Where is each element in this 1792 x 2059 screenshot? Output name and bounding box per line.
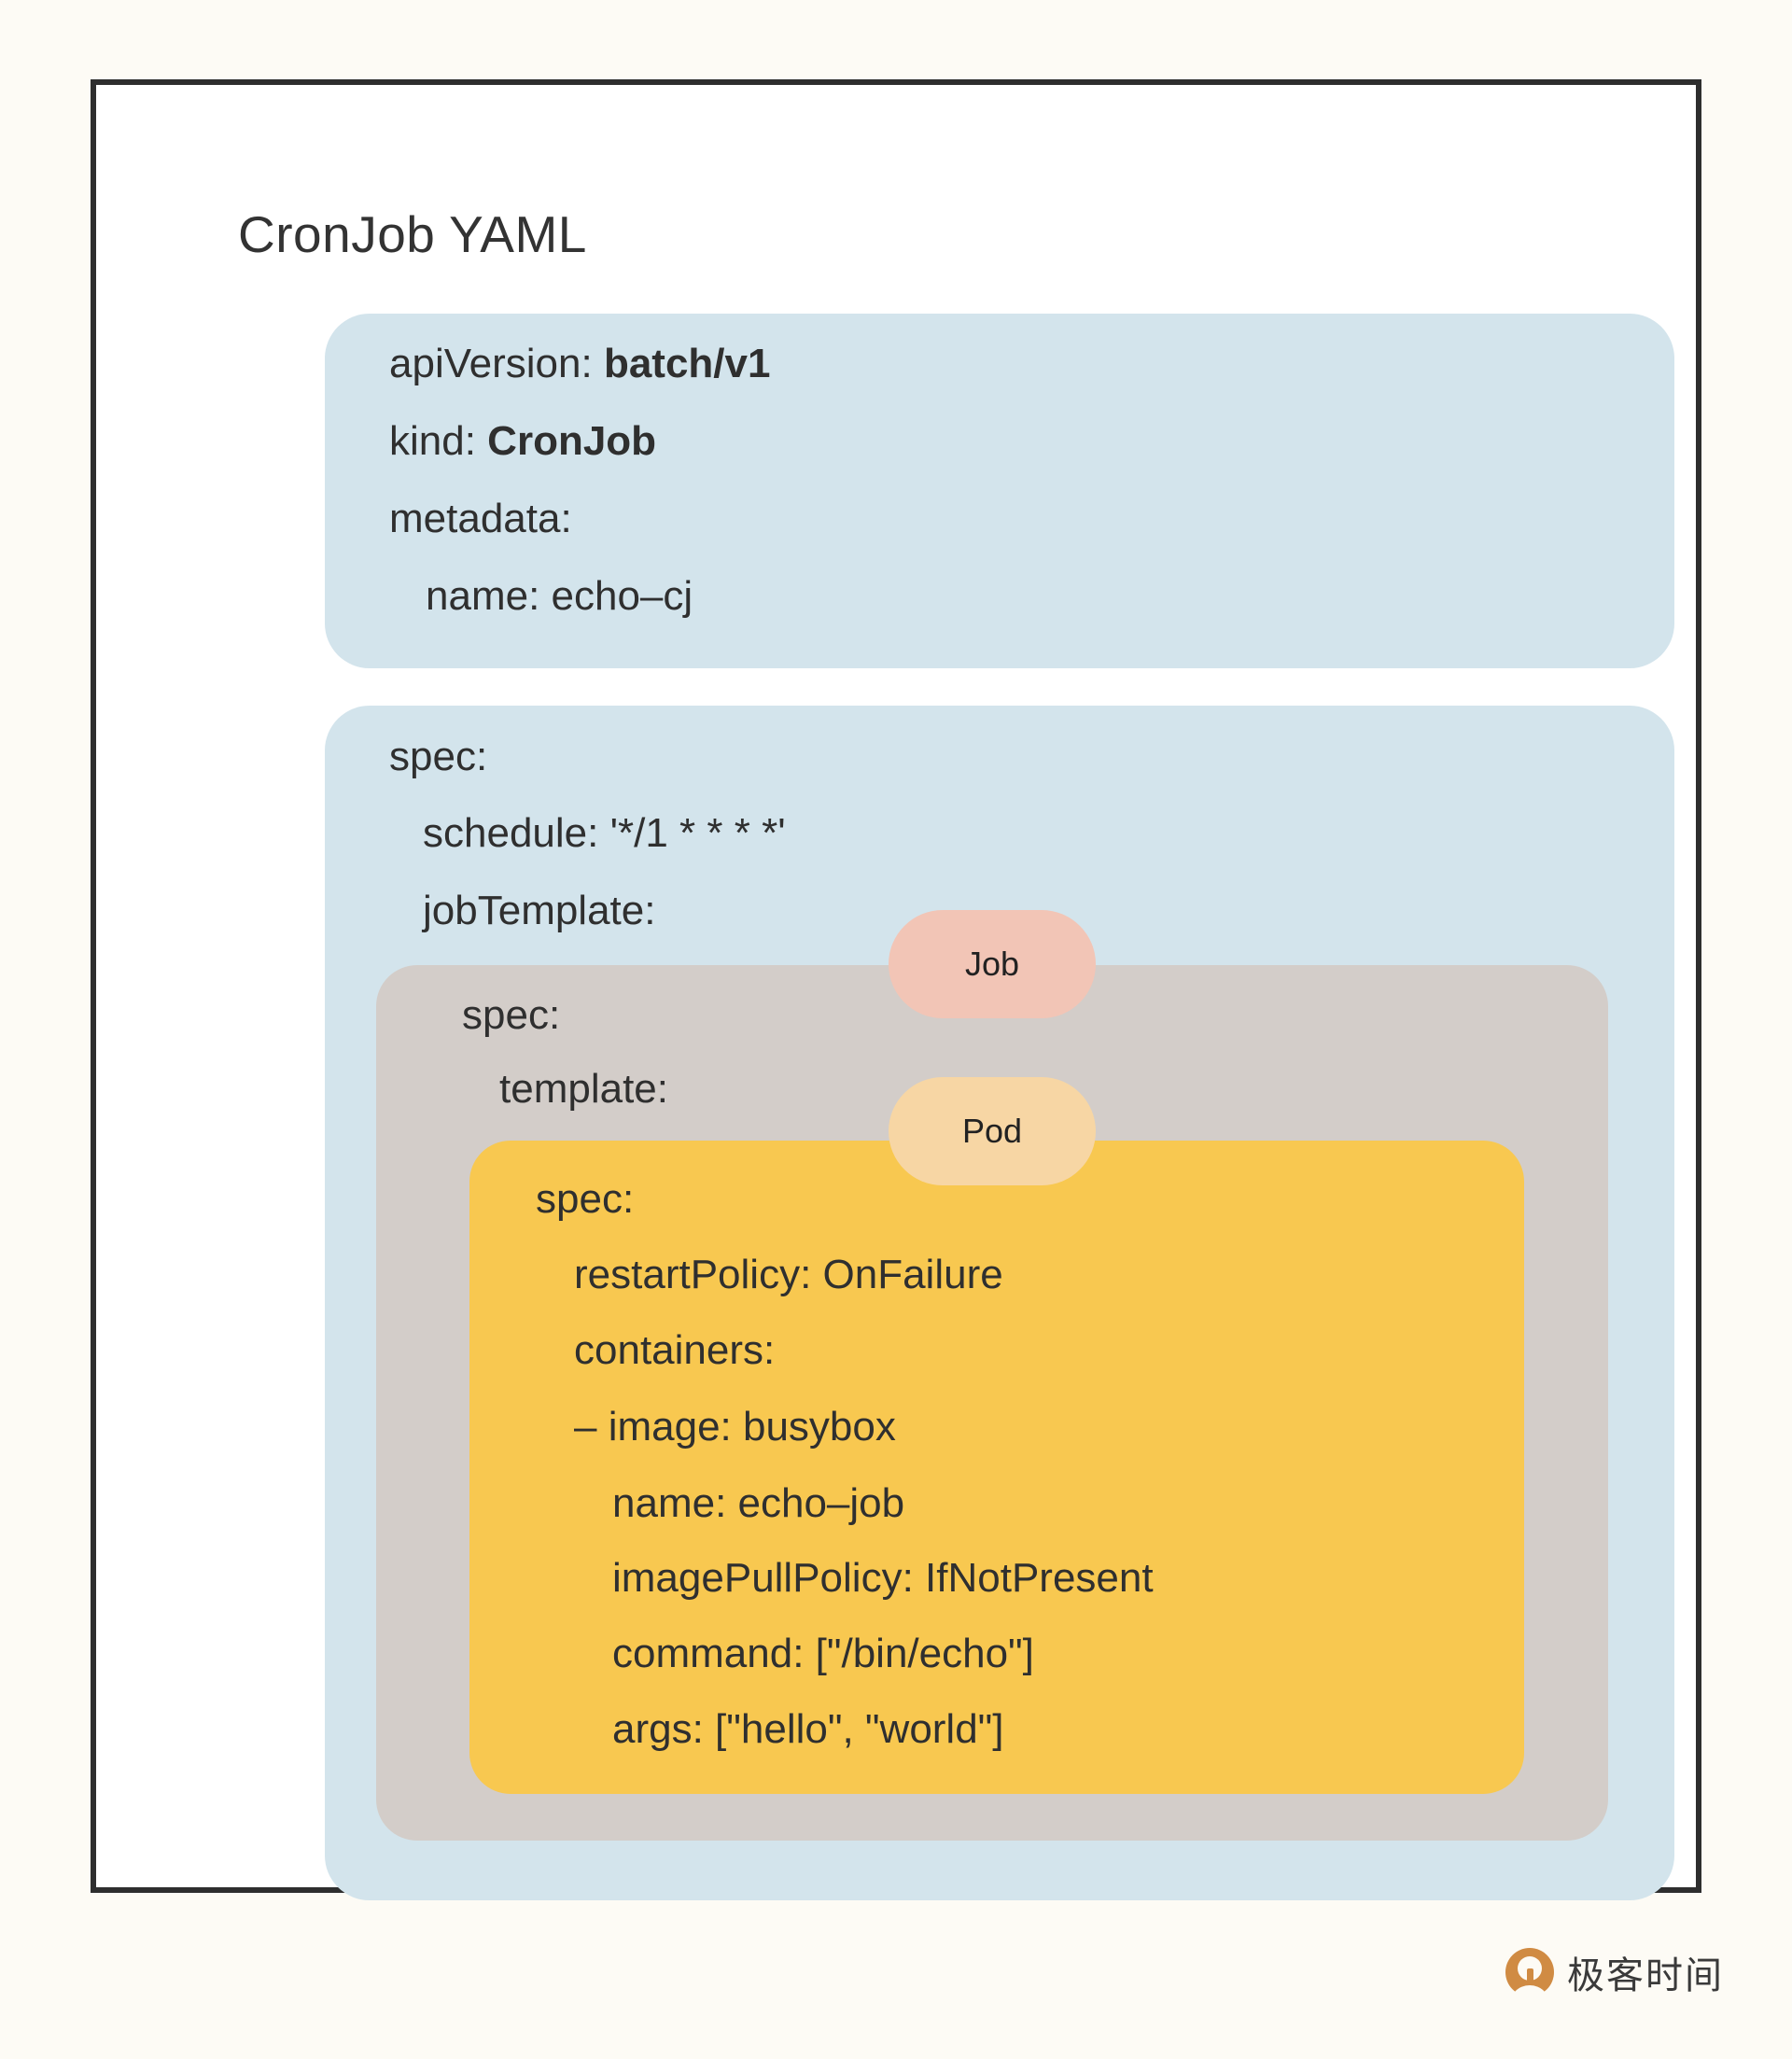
cronjob-header-block	[325, 314, 1674, 668]
cronjob-yaml-card: CronJob YAML apiVersion: batch/v1 kind: …	[91, 79, 1701, 1900]
yaml-line-image: – image: busybox	[574, 1404, 896, 1450]
apiversion-value: batch/v1	[603, 341, 771, 386]
yaml-line-jobtemplate: jobTemplate:	[423, 888, 656, 933]
yaml-line-job-template: template:	[499, 1066, 668, 1112]
yaml-line-pod-spec: spec:	[536, 1176, 635, 1222]
yaml-line-command: command: ["/bin/echo"]	[612, 1631, 1034, 1676]
watermark-logo: 极客时间	[1505, 1945, 1724, 2006]
kind-value: CronJob	[487, 418, 657, 464]
kind-key: kind:	[389, 418, 488, 464]
yaml-line-args: args: ["hello", "world"]	[612, 1706, 1004, 1752]
yaml-line-imagepullpolicy: imagePullPolicy: IfNotPresent	[612, 1555, 1154, 1601]
yaml-line-containers: containers:	[574, 1327, 776, 1373]
yaml-line-apiversion: apiVersion: batch/v1	[389, 343, 770, 385]
watermark-text: 极客时间	[1567, 1954, 1724, 1997]
pod-badge-label: Pod	[961, 1112, 1023, 1150]
yaml-line-cronjob-spec: spec:	[389, 734, 488, 779]
yaml-line-restartpolicy: restartPolicy: OnFailure	[574, 1252, 1003, 1297]
pod-badge: Pod	[889, 1077, 1096, 1185]
yaml-line-metadata: metadata:	[389, 496, 572, 541]
page-title: CronJob YAML	[238, 205, 587, 263]
yaml-line-job-spec: spec:	[462, 992, 561, 1038]
logo-cut-shape	[1509, 1985, 1550, 2006]
yaml-line-container-name: name: echo–job	[612, 1480, 905, 1526]
pod-block	[469, 1141, 1524, 1794]
job-badge-label: Job	[964, 945, 1020, 983]
yaml-line-schedule: schedule: '*/1 * * * *'	[423, 810, 786, 856]
yaml-line-metadata-name: name: echo–cj	[426, 573, 693, 619]
apiversion-key: apiVersion:	[389, 341, 604, 386]
logo-stem-shape	[1527, 1968, 1533, 1991]
yaml-line-kind: kind: CronJob	[389, 421, 656, 462]
geekbang-logo-icon	[1505, 1948, 1554, 2006]
job-badge: Job	[889, 910, 1096, 1018]
